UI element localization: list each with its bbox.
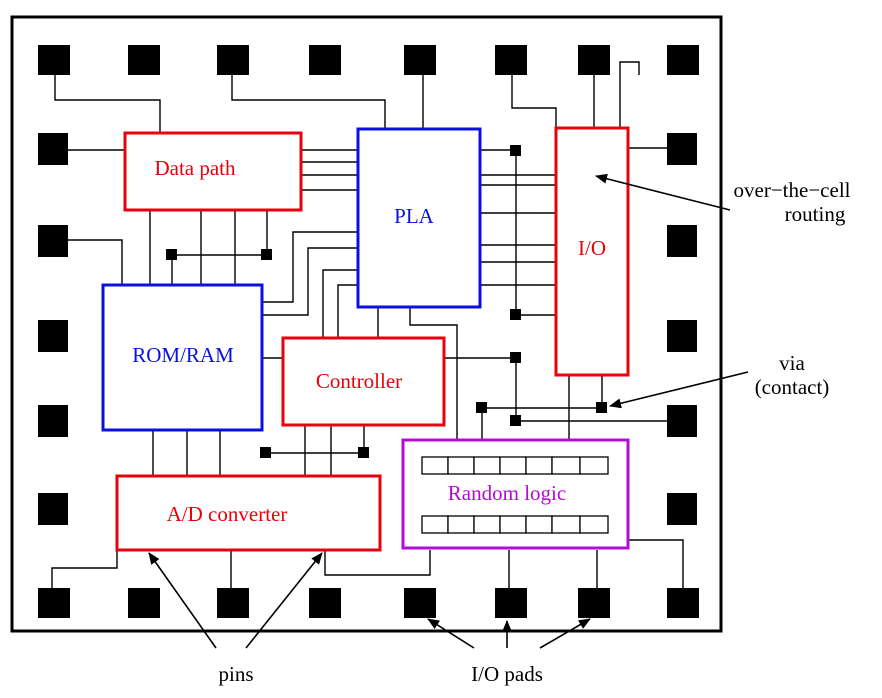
io-pad <box>667 133 697 165</box>
block-rom-ram: ROM/RAM <box>101 283 264 432</box>
block-ad-converter: A/D converter <box>115 474 382 552</box>
io-pads-arrow-left <box>427 618 475 649</box>
via <box>358 447 369 458</box>
io-pad <box>667 493 697 525</box>
block-data-path: Data path <box>123 131 303 212</box>
io-pad <box>217 45 249 75</box>
io-pad <box>495 588 527 618</box>
io-pad <box>667 45 699 75</box>
via-label-line2: (contact) <box>755 375 830 399</box>
pins-label: pins <box>218 662 253 686</box>
cell-row-top <box>421 456 609 475</box>
io-pad <box>667 225 697 257</box>
via <box>510 145 521 156</box>
io-label: I/O <box>578 236 606 260</box>
over-cell-label-line1: over−the−cell <box>734 178 851 202</box>
data-path-label: Data path <box>154 156 236 180</box>
io-pad <box>38 320 68 352</box>
io-pad <box>38 405 68 437</box>
block-io: I/O <box>554 126 630 377</box>
io-pad <box>38 588 70 618</box>
io-pads <box>38 45 699 618</box>
via <box>510 309 521 320</box>
io-pad <box>495 45 527 75</box>
ad-converter-label: A/D converter <box>167 502 288 526</box>
io-pad <box>667 405 697 437</box>
io-pad <box>309 588 341 618</box>
io-pad <box>128 588 160 618</box>
random-logic-label: Random logic <box>448 481 566 505</box>
via <box>510 352 521 363</box>
pins-arrow-left <box>148 552 217 649</box>
block-controller: Controller <box>281 336 446 427</box>
chip-boundary <box>10 15 723 633</box>
io-pad <box>38 493 68 525</box>
io-pad <box>578 588 610 618</box>
routing-wires <box>51 61 684 588</box>
via <box>510 415 521 426</box>
rom-ram-label: ROM/RAM <box>132 343 234 367</box>
io-pad <box>38 45 70 75</box>
via <box>261 249 272 260</box>
io-pad <box>578 45 610 75</box>
io-pad <box>38 225 68 257</box>
io-pads-label: I/O pads <box>471 662 543 686</box>
annotation-arrows <box>148 173 749 649</box>
io-pad <box>128 45 160 75</box>
io-pad <box>667 588 699 618</box>
block-pla: PLA <box>356 127 482 309</box>
over-cell-arrow <box>595 173 731 211</box>
io-pad <box>309 45 341 75</box>
cell-row-bottom <box>421 515 609 534</box>
io-pad <box>38 133 68 165</box>
via <box>596 402 607 413</box>
over-cell-label-line2: routing <box>785 202 846 226</box>
io-pad <box>217 588 249 618</box>
io-pad <box>404 588 436 618</box>
pins-arrow-right <box>245 552 323 649</box>
io-pad <box>404 45 436 75</box>
vias <box>166 145 607 458</box>
block-random-logic: Random logic <box>401 438 630 550</box>
via-label-line1: via <box>779 351 805 375</box>
controller-label: Controller <box>316 369 402 393</box>
io-pads-arrow-right <box>539 618 591 649</box>
io-pad <box>667 320 697 352</box>
via <box>166 249 177 260</box>
via <box>260 447 271 458</box>
via <box>476 402 487 413</box>
via-arrow <box>609 371 749 409</box>
pla-label: PLA <box>394 204 435 228</box>
